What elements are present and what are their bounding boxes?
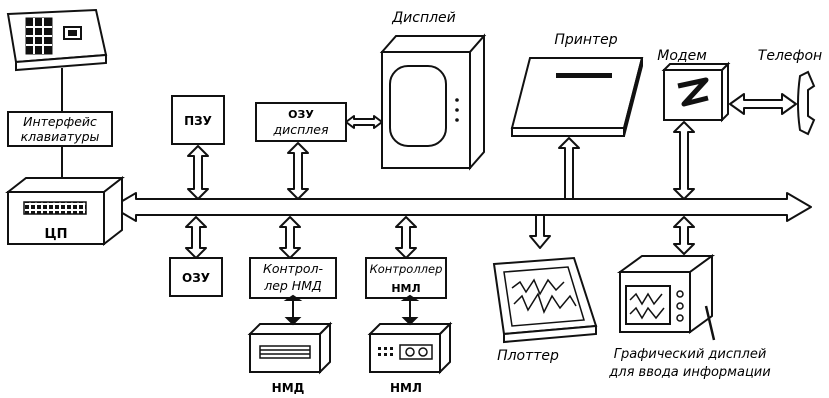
display-ram-display-arrow: [346, 116, 382, 128]
display-ram-box: ОЗУ дисплея: [256, 103, 346, 141]
keyboard-interface-label-2: клавиатуры: [21, 129, 100, 144]
modem-bus-arrow: [674, 122, 694, 199]
tape-controller-bus-arrow: [396, 217, 416, 258]
keyboard-interface-label-1: Интерфейс: [23, 114, 97, 129]
cpu-label: ЦП: [45, 227, 68, 242]
graphic-display-label-1: Графический дисплей: [614, 347, 767, 362]
cpu-keys-icon: [24, 202, 86, 214]
display-ram-label-2: дисплея: [272, 122, 328, 137]
plotter-device: [494, 258, 596, 342]
hdd-controller-label-2: лер НМД: [263, 278, 322, 293]
hdd-label: НМД: [272, 381, 305, 395]
system-bus: [112, 193, 811, 221]
telephone-label: Телефон: [758, 48, 822, 64]
hdd-controller-box: Контрол- лер НМД: [250, 258, 336, 298]
printer-label: Принтер: [554, 32, 617, 48]
graphic-display-bus-arrow: [674, 217, 694, 254]
device-links: [287, 296, 416, 324]
display-ram-bus-arrow: [288, 143, 308, 199]
tape-controller-box: Контроллер НМЛ: [366, 258, 446, 298]
plotter-bus-arrow: [530, 215, 550, 248]
tape-drive-label: НМЛ: [390, 381, 422, 395]
modem-label: Модем: [657, 48, 707, 64]
printer-device: [512, 58, 642, 136]
hdd-controller-bus-arrow: [280, 217, 300, 258]
modem-telephone-arrow: [730, 94, 796, 114]
telephone-icon: [798, 72, 814, 134]
keyboard-device: [8, 10, 106, 70]
plotter-label: Плоттер: [497, 348, 559, 364]
hdd-controller-label-1: Контрол-: [263, 261, 324, 276]
rom-box: ПЗУ: [172, 96, 224, 144]
display-ram-label-1: ОЗУ: [288, 108, 314, 121]
printer-bus-arrow: [559, 138, 579, 199]
keypad-icon: [26, 18, 52, 54]
keyboard-interface-box: Интерфейс клавиатуры: [8, 112, 112, 146]
ram-label: ОЗУ: [182, 271, 210, 285]
cpu-box: ЦП: [8, 178, 122, 244]
hdd-device: [250, 324, 330, 372]
modem-device: [664, 64, 728, 120]
graphic-display-device: [620, 256, 714, 340]
tape-controller-label-1: Контроллер: [370, 262, 443, 276]
tape-controller-label-2: НМЛ: [391, 282, 420, 295]
tape-drive-device: [370, 324, 450, 372]
rom-bus-arrow: [188, 146, 208, 199]
rom-label: ПЗУ: [184, 114, 212, 128]
ram-bus-arrow: [186, 217, 206, 258]
display-label: Дисплей: [391, 10, 456, 26]
graphic-display-label-2: для ввода информации: [608, 365, 770, 380]
ram-box: ОЗУ: [170, 258, 222, 296]
display-monitor: [382, 36, 484, 168]
